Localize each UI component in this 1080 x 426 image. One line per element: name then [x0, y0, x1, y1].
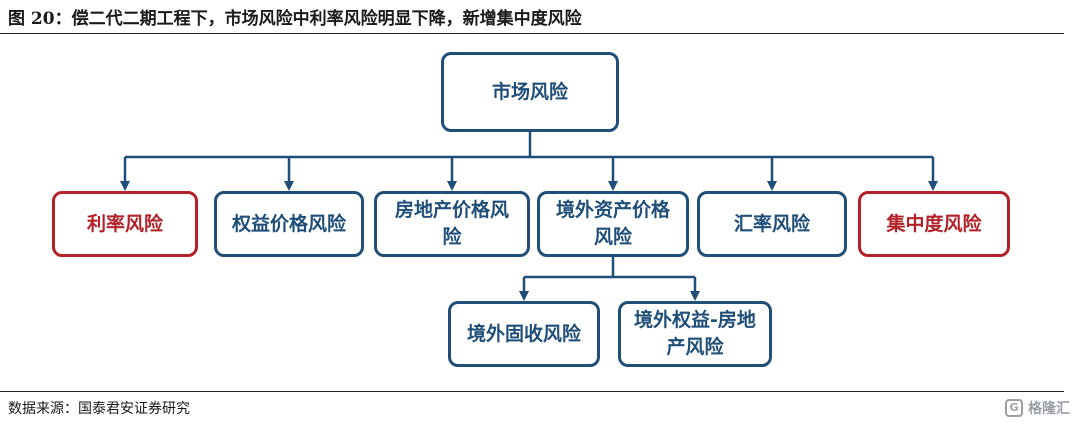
node-level1-5-label: 汇率风险 [733, 212, 810, 235]
node-level1-2-label: 权益价格风险 [231, 212, 346, 235]
node-root: 市场风险 [441, 52, 619, 132]
node-level1-3-label: 房地产价格风险 [394, 199, 509, 248]
node-level1-4-label: 境外资产价格风险 [555, 199, 670, 248]
node-level1-1-label: 利率风险 [86, 212, 163, 235]
node-level1-1: 利率风险 [52, 191, 198, 257]
node-level1-4: 境外资产价格风险 [537, 191, 689, 257]
node-level1-6-label: 集中度风险 [886, 212, 982, 235]
figure-title: 图 20：偿二代二期工程下，市场风险中利率风险明显下降，新增集中度风险 [8, 9, 582, 29]
node-root-label: 市场风险 [491, 80, 568, 103]
source-note: 数据来源：国泰君安证券研究 [8, 401, 190, 417]
node-level1-5: 汇率风险 [697, 191, 847, 257]
bottom-divider [0, 391, 1064, 392]
node-level2-2-label: 境外权益-房地产风险 [634, 309, 756, 358]
watermark: G 格隆汇 [1005, 398, 1070, 418]
watermark-logo-icon: G [1005, 399, 1023, 417]
node-level2-1-label: 境外固收风险 [466, 322, 581, 345]
node-level1-6: 集中度风险 [858, 191, 1010, 257]
node-level1-3: 房地产价格风险 [374, 191, 530, 257]
node-level2-2: 境外权益-房地产风险 [618, 301, 772, 367]
watermark-text: 格隆汇 [1028, 401, 1070, 417]
node-level2-1: 境外固收风险 [448, 301, 600, 367]
top-divider [0, 33, 1064, 34]
node-level1-2: 权益价格风险 [214, 191, 364, 257]
